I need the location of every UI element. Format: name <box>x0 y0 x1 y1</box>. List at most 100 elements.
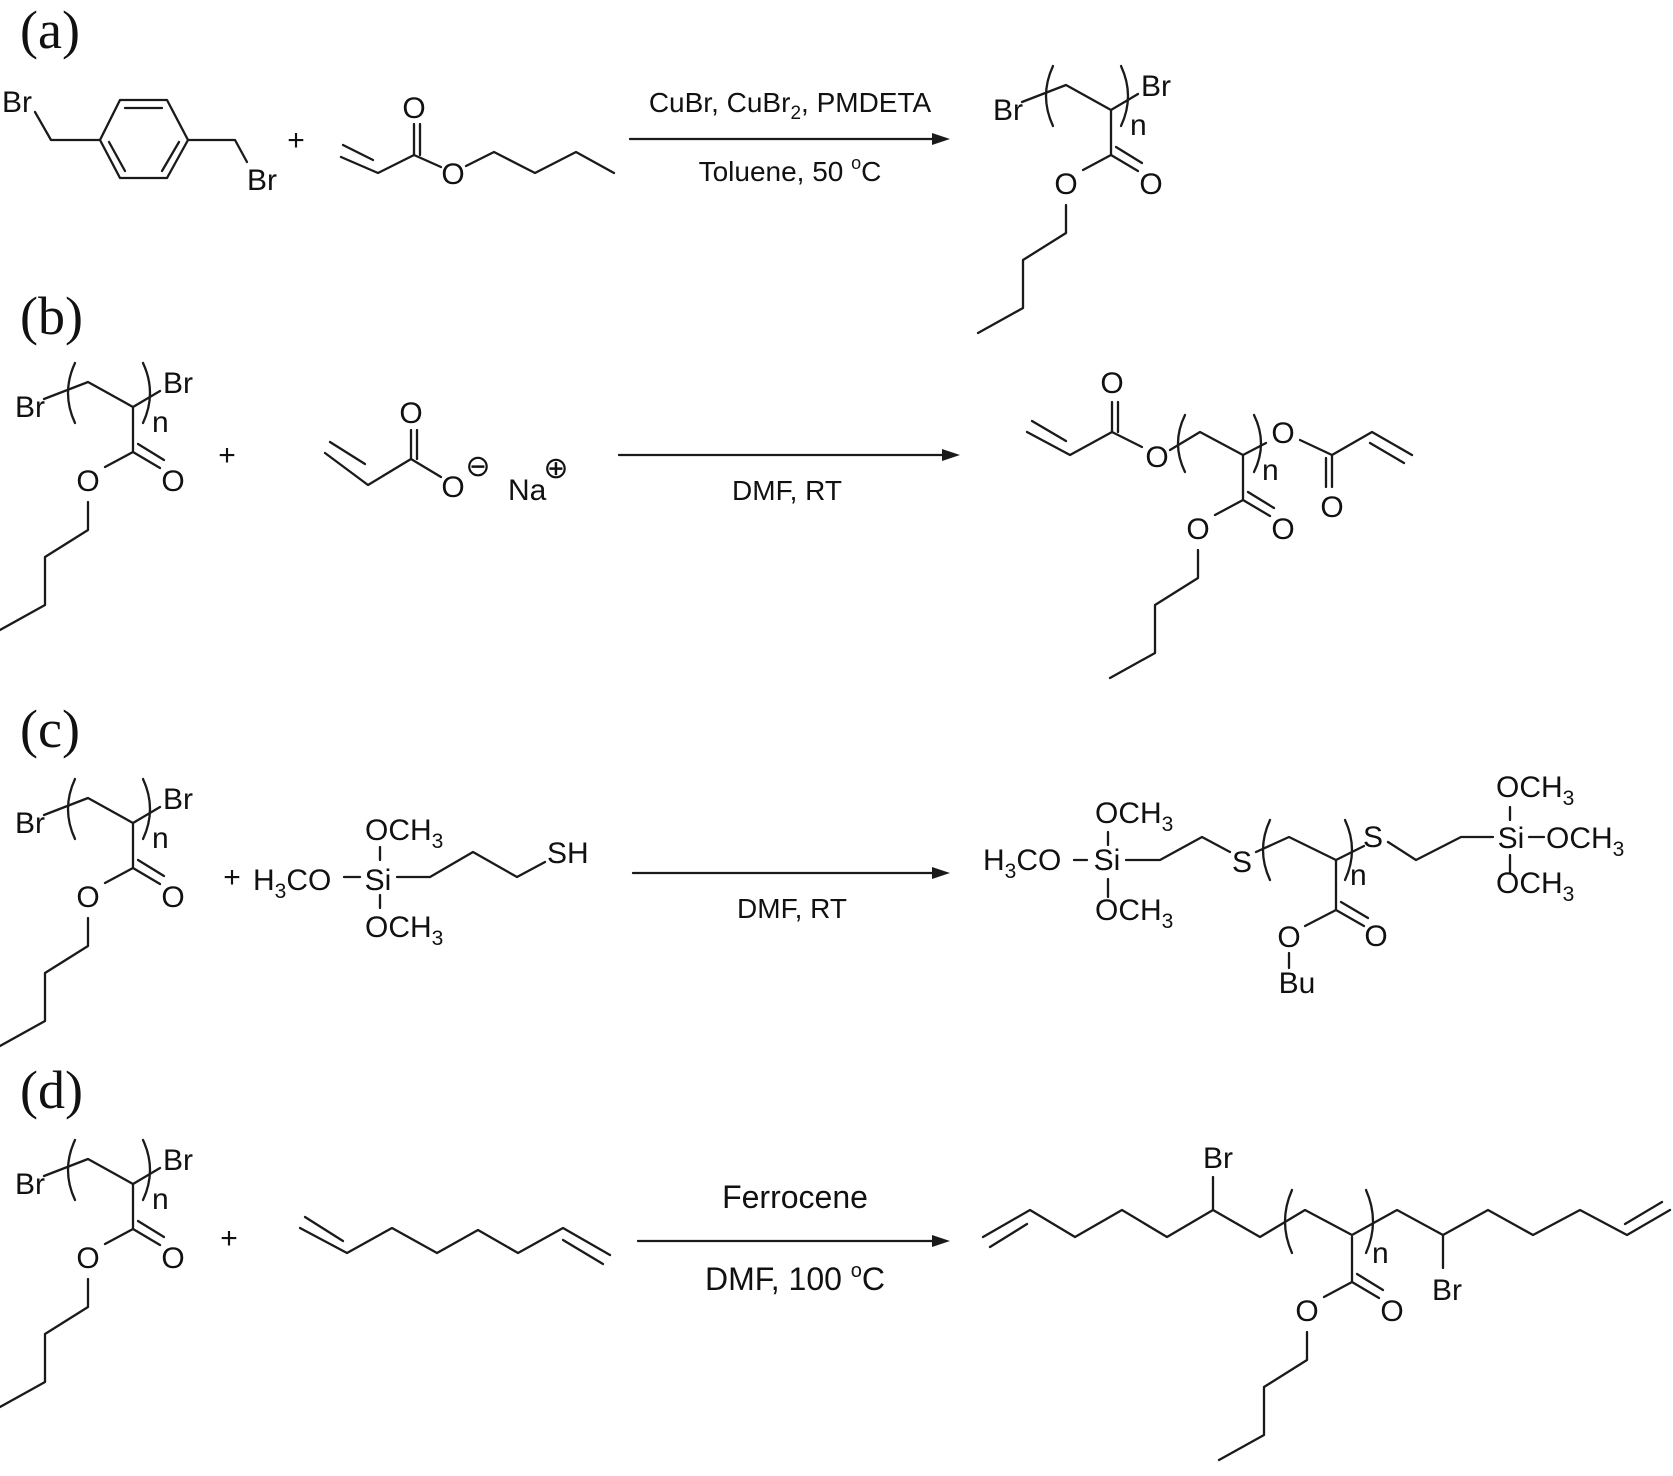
silicon-label: Si <box>365 864 392 897</box>
repeat-count-label: n <box>1262 454 1279 487</box>
butyl-chain <box>0 1277 90 1409</box>
double-bond <box>1114 145 1144 165</box>
ester-oxygen-label: O <box>1277 921 1300 954</box>
plus-sign: + <box>220 1222 238 1255</box>
repeat-unit-bracket-right <box>1343 818 1354 882</box>
double-bond <box>107 140 127 173</box>
double-bond <box>131 866 162 886</box>
repeat-unit-bracket-left <box>1283 1188 1294 1255</box>
double-bond <box>341 143 375 162</box>
plus-sign: + <box>223 861 241 894</box>
bond <box>1213 498 1245 517</box>
carbonyl-oxygen-label: O <box>161 465 184 498</box>
conditions-solvent: DMF, RT <box>737 893 847 924</box>
octadiene-chain <box>298 1226 612 1257</box>
carbonyl-oxygen-label: O <box>1364 920 1387 953</box>
bond <box>1386 835 1495 862</box>
bromine-end-label: Br <box>1141 70 1171 103</box>
positive-charge-icon: ⊕ <box>543 452 568 485</box>
conditions-solvent-temperature: Toluene, 50 oC <box>699 153 882 187</box>
carbonyl-oxygen-label: O <box>402 92 425 125</box>
ester-oxygen-label: O <box>1186 513 1209 546</box>
double-bond <box>160 140 181 173</box>
repeat-count-label: n <box>1350 859 1367 892</box>
silicon-label: Si <box>1498 822 1525 855</box>
double-bond <box>1030 419 1068 443</box>
butyl-chain <box>0 916 90 1048</box>
repeat-unit-bracket-right <box>1119 64 1130 128</box>
arrow-head-icon <box>942 449 960 461</box>
bromine-label: Br <box>1203 1142 1233 1175</box>
double-bond <box>1241 498 1272 518</box>
ester-oxygen-label: O <box>76 465 99 498</box>
carbonyl-oxygen-label: O <box>399 397 422 430</box>
methoxy-label: OCH3 <box>365 814 443 853</box>
double-bond <box>303 1215 345 1243</box>
repeat-count-label: n <box>152 406 169 439</box>
arrow-head-icon <box>932 133 950 145</box>
bromine-end-label: Br <box>993 94 1023 127</box>
bond <box>103 866 135 885</box>
bond <box>1322 1280 1354 1299</box>
double-bond <box>1355 1272 1385 1292</box>
carbonyl-oxygen-label: O <box>161 1242 184 1275</box>
ester-oxygen-label: O <box>441 158 464 191</box>
double-bond <box>1246 490 1276 510</box>
carbonyl-oxygen-label: O <box>1139 168 1162 201</box>
repeat-unit-bracket-right <box>141 361 152 425</box>
conditions-solvent-temperature: DMF, 100 oC <box>705 1260 885 1297</box>
sodium-label: Na <box>508 474 547 507</box>
repeat-count-label: n <box>152 1183 169 1216</box>
bond <box>1081 153 1113 172</box>
double-bond <box>136 858 166 878</box>
panel-d: (d) Ferrocene DMF, 100 oC BrBrnOO+BrBrnO… <box>0 1060 1672 1462</box>
double-bond <box>1623 1200 1664 1226</box>
carbonyl-oxygen-label: O <box>1271 513 1294 546</box>
backbone <box>1020 83 1140 112</box>
double-bond <box>561 1238 605 1266</box>
ester-oxygen-label: O <box>1145 441 1168 474</box>
bromine-label: Br <box>1432 1274 1462 1307</box>
double-bond <box>131 450 162 470</box>
double-bond <box>136 1219 166 1239</box>
bromine-end-label: Br <box>163 367 193 400</box>
repeat-unit-bracket-left <box>66 1138 77 1202</box>
repeat-unit-bracket-right <box>1364 1188 1375 1255</box>
backbone <box>1254 835 1366 862</box>
panel-label-b: (b) <box>20 286 83 346</box>
butyl-chain <box>1108 548 1200 680</box>
methoxy-label: OCH3 <box>1546 822 1624 861</box>
panel-a: (a) CuBr, CuBr2, PMDETA Toluene, 50 oC B… <box>2 0 1171 335</box>
repeat-unit-bracket-right <box>141 1138 152 1202</box>
methoxy-label: OCH3 <box>1496 771 1574 810</box>
bond <box>1303 908 1338 928</box>
bond <box>1298 430 1414 457</box>
repeat-unit-bracket-left <box>1261 818 1272 882</box>
double-bond <box>1350 1280 1381 1300</box>
backbone <box>42 796 162 825</box>
bond <box>33 110 102 142</box>
bond <box>1124 835 1232 862</box>
double-bond <box>328 440 367 466</box>
methoxy-label: OCH3 <box>1496 867 1574 906</box>
ester-oxygen-label: O <box>1295 1295 1318 1328</box>
carbonyl-oxygen-label: O <box>1380 1295 1403 1328</box>
butyl-chain <box>464 150 616 175</box>
repeat-unit-bracket-left <box>66 777 77 841</box>
panel-label-d: (d) <box>20 1060 83 1120</box>
thiol-label: SH <box>547 837 589 870</box>
plus-sign: + <box>218 439 236 472</box>
bromine-label: Br <box>247 164 277 197</box>
carbonyl-oxygen-label: O <box>1320 491 1343 524</box>
repeat-count-label: n <box>1130 109 1147 142</box>
panel-label-a: (a) <box>20 0 80 60</box>
bond <box>323 451 413 487</box>
butyl-chain <box>976 203 1068 335</box>
conditions-catalyst: CuBr, CuBr2, PMDETA <box>649 87 932 124</box>
bromine-end-label: Br <box>163 783 193 816</box>
carboxylate-oxygen-label: O <box>441 471 464 504</box>
methoxy-label: OCH3 <box>1095 894 1173 933</box>
repeat-unit-bracket-left <box>1044 64 1055 128</box>
